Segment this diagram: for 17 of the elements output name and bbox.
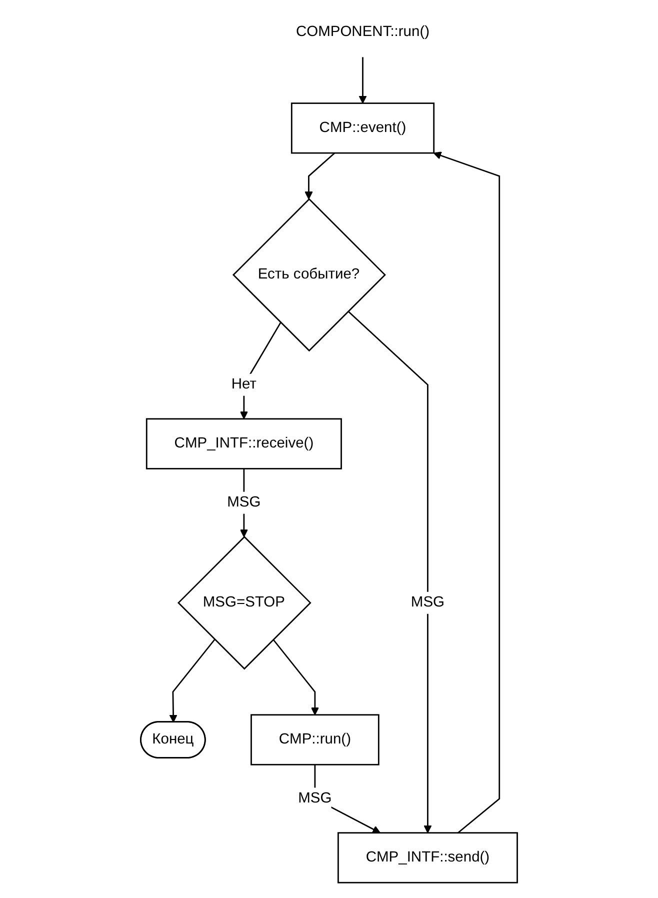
arrow <box>169 639 216 723</box>
node-box: CMP_INTF::receive() <box>146 418 342 470</box>
node-box: CMP_INTF::send() <box>338 832 518 884</box>
node-diamond: Есть событие? <box>232 198 386 352</box>
arrow <box>272 639 319 716</box>
node-text: COMPONENT::run() <box>296 24 430 40</box>
arrow <box>304 152 336 200</box>
arrow <box>358 57 367 104</box>
edge-label: MSG <box>410 594 445 610</box>
edge-label: MSG <box>298 790 332 806</box>
node-box: CMP::run() <box>250 714 380 766</box>
node-diamond: MSG=STOP <box>177 536 312 670</box>
node-box: CMP::event() <box>290 102 435 154</box>
arrow <box>433 152 500 834</box>
edge-label: MSG <box>227 494 261 510</box>
edge-label: Нет <box>231 376 257 392</box>
arrow <box>348 310 432 834</box>
